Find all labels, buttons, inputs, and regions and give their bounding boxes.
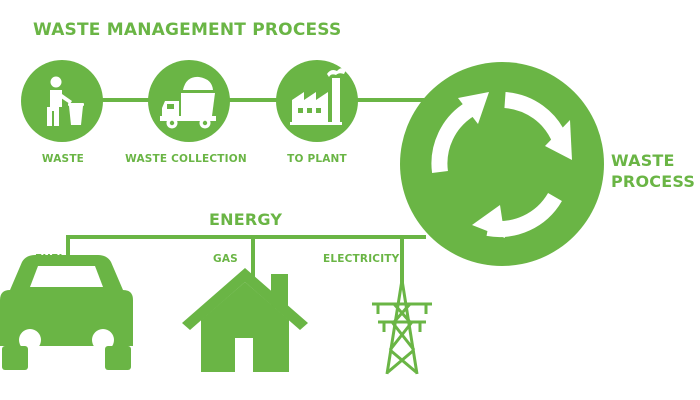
waste-process-label-line1: WASTE — [611, 151, 675, 170]
waste-collection-step-icon — [148, 60, 230, 142]
gas-label: GAS — [213, 253, 238, 265]
person-bin-icon — [47, 76, 84, 126]
waste-process-step-icon — [400, 62, 604, 266]
to-plant-label: TO PLANT — [287, 153, 347, 165]
page-title: WASTE MANAGEMENT PROCESS — [33, 20, 342, 40]
to-plant-step-icon — [276, 60, 358, 142]
garbage-truck-icon — [160, 76, 216, 129]
car-icon — [0, 255, 133, 370]
process-connector-line — [95, 98, 425, 102]
electricity-label: ELECTRICITY — [323, 253, 400, 265]
waste-label: WASTE — [41, 153, 85, 165]
power-tower-icon — [372, 279, 432, 375]
waste-process-label: WASTE PROCESS — [611, 150, 695, 192]
fuel-label: FUEL — [35, 253, 66, 265]
waste-process-label-line2: PROCESS — [611, 172, 696, 191]
waste-step-icon — [21, 60, 103, 142]
factory-icon — [290, 68, 346, 125]
house-icon — [182, 268, 308, 372]
waste-collection-label: WASTE COLLECTION — [125, 153, 247, 165]
energy-label: ENERGY — [209, 210, 283, 229]
